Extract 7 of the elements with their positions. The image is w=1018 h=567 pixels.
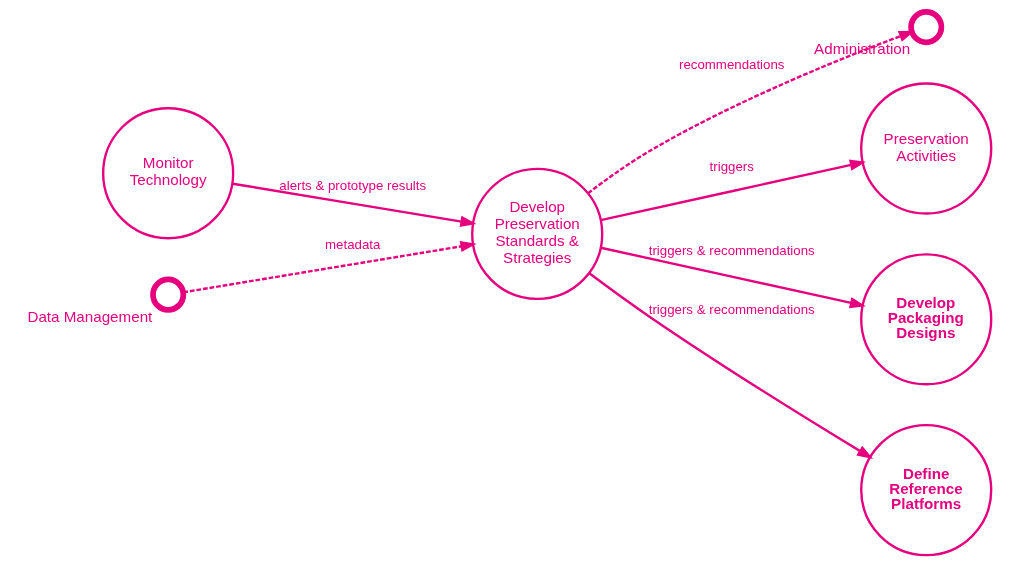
- edge-label: metadata: [325, 237, 381, 253]
- edge-label: recommendations: [678, 57, 785, 73]
- edge-label: alerts & prototype results: [279, 177, 427, 193]
- node-label: Data Management: [27, 307, 153, 325]
- edge-label: triggers & recommendations: [648, 242, 815, 258]
- edge-label: triggers & recommendations: [648, 301, 815, 317]
- edge-label: triggers: [709, 158, 754, 174]
